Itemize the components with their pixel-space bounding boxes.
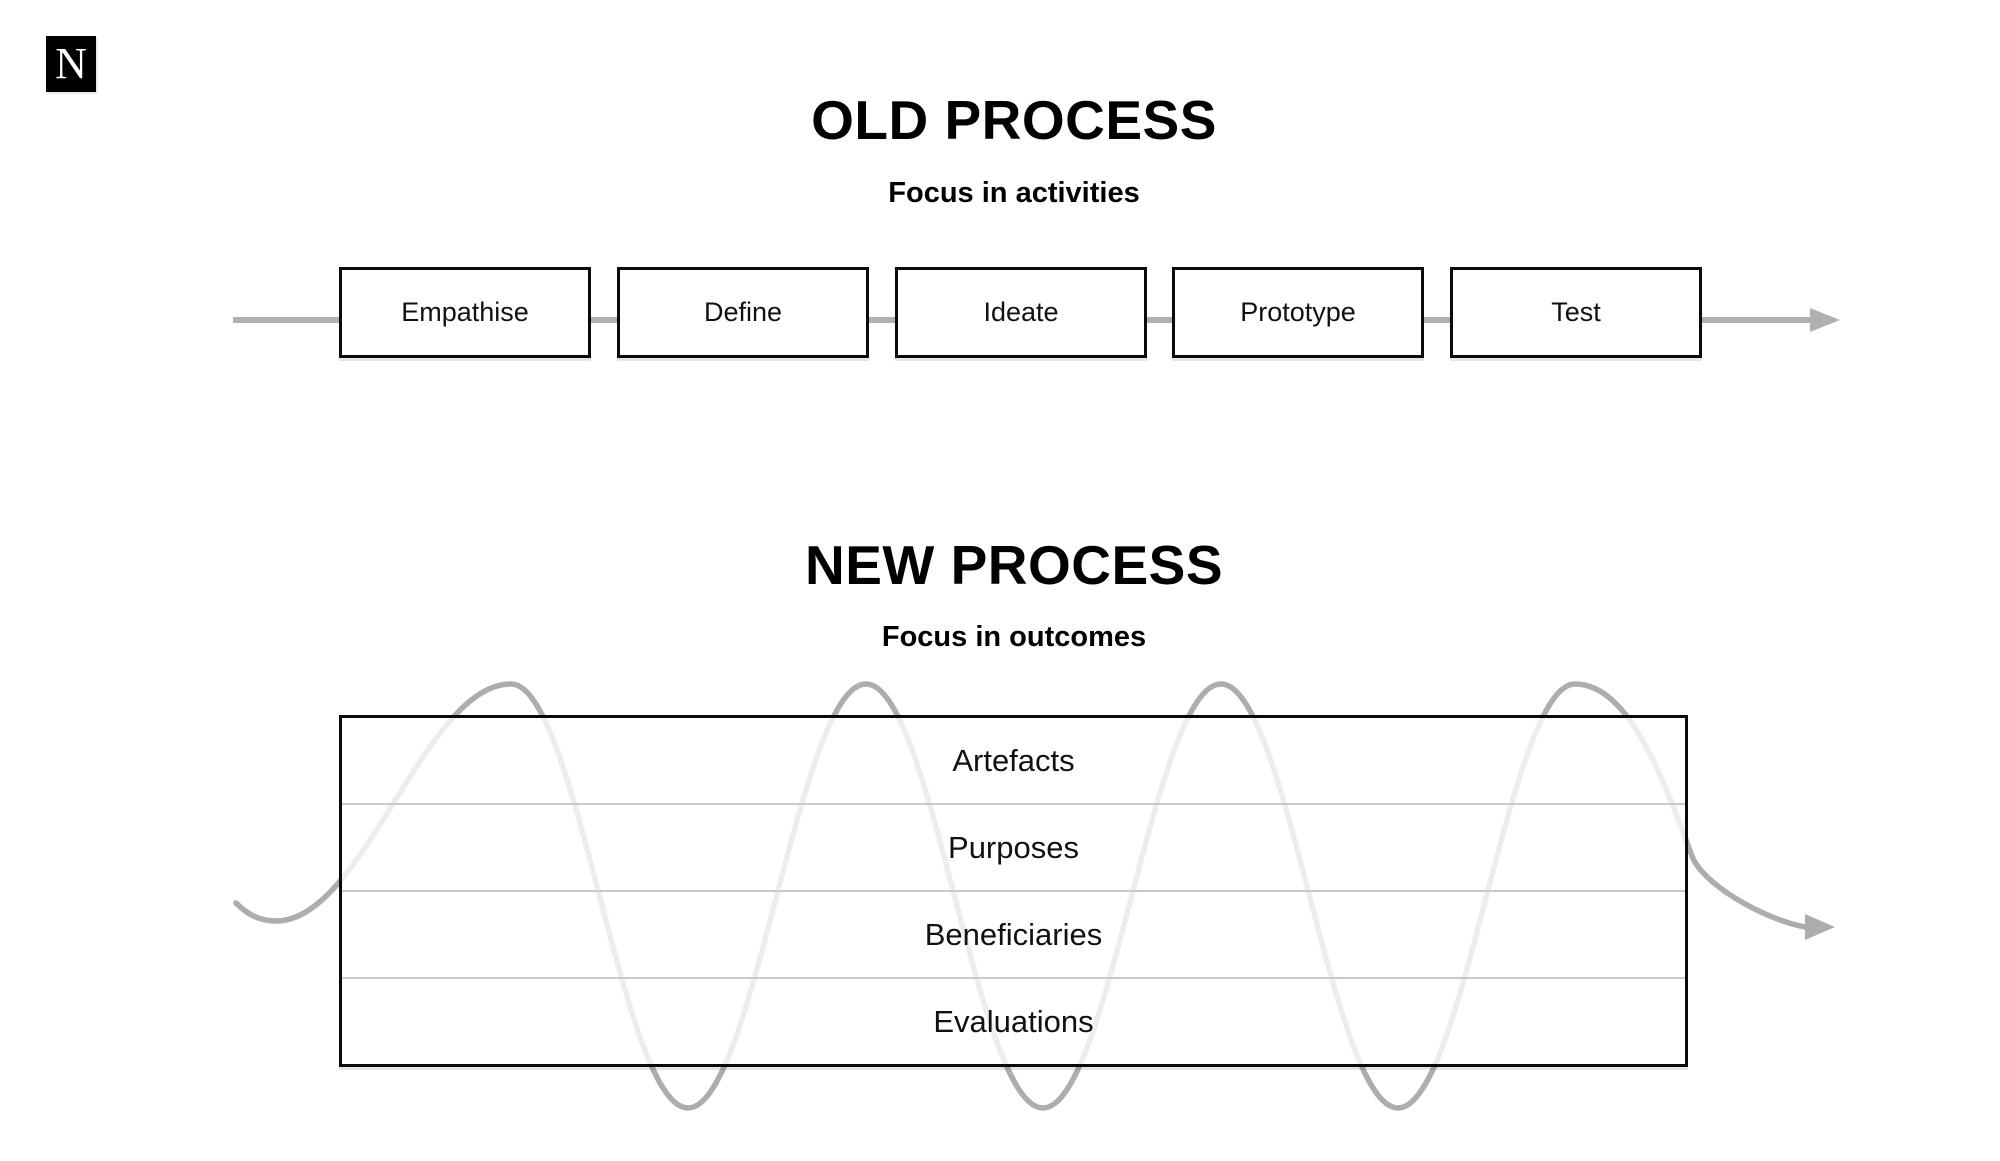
process-step-empathise: Empathise bbox=[339, 267, 591, 358]
outcome-row-label: Purposes bbox=[948, 829, 1079, 865]
outcomes-box: Artefacts Purposes Beneficiaries Evaluat… bbox=[339, 715, 1688, 1067]
flow-lead-line bbox=[233, 317, 339, 323]
new-process-title: NEW PROCESS bbox=[804, 534, 1224, 596]
process-step-label: Prototype bbox=[1240, 297, 1356, 327]
notion-logo-letter: N bbox=[55, 39, 87, 88]
old-process-subtitle: Focus in activities bbox=[888, 177, 1140, 209]
outcome-row: Evaluations bbox=[342, 979, 1685, 1064]
outcome-row-label: Evaluations bbox=[933, 1003, 1094, 1039]
outcome-row-label: Artefacts bbox=[952, 742, 1075, 778]
flow-connector-line bbox=[591, 317, 617, 323]
flow-connector-line bbox=[1424, 317, 1450, 323]
old-process-title: OLD PROCESS bbox=[811, 89, 1217, 151]
flow-tail-line bbox=[1702, 317, 1812, 323]
wave-curve bbox=[233, 681, 1808, 1111]
process-step-define: Define bbox=[617, 267, 869, 358]
process-step-label: Define bbox=[703, 297, 783, 327]
process-step-test: Test bbox=[1450, 267, 1702, 358]
notion-logo: N bbox=[46, 36, 96, 92]
new-process-subtitle: Focus in outcomes bbox=[881, 621, 1147, 653]
outcome-row: Purposes bbox=[342, 805, 1685, 892]
process-step-prototype: Prototype bbox=[1172, 267, 1424, 358]
process-step-label: Ideate bbox=[983, 297, 1059, 327]
arrow-right-icon bbox=[1810, 308, 1840, 332]
outcome-row: Beneficiaries bbox=[342, 892, 1685, 979]
process-step-label: Empathise bbox=[401, 297, 529, 327]
flow-connector-line bbox=[1147, 317, 1172, 323]
outcome-row: Artefacts bbox=[342, 718, 1685, 805]
process-step-ideate: Ideate bbox=[895, 267, 1147, 358]
outcome-row-label: Beneficiaries bbox=[924, 916, 1103, 952]
process-step-label: Test bbox=[1551, 297, 1601, 327]
arrow-right-icon bbox=[1805, 914, 1835, 940]
flow-connector-line bbox=[869, 317, 895, 323]
